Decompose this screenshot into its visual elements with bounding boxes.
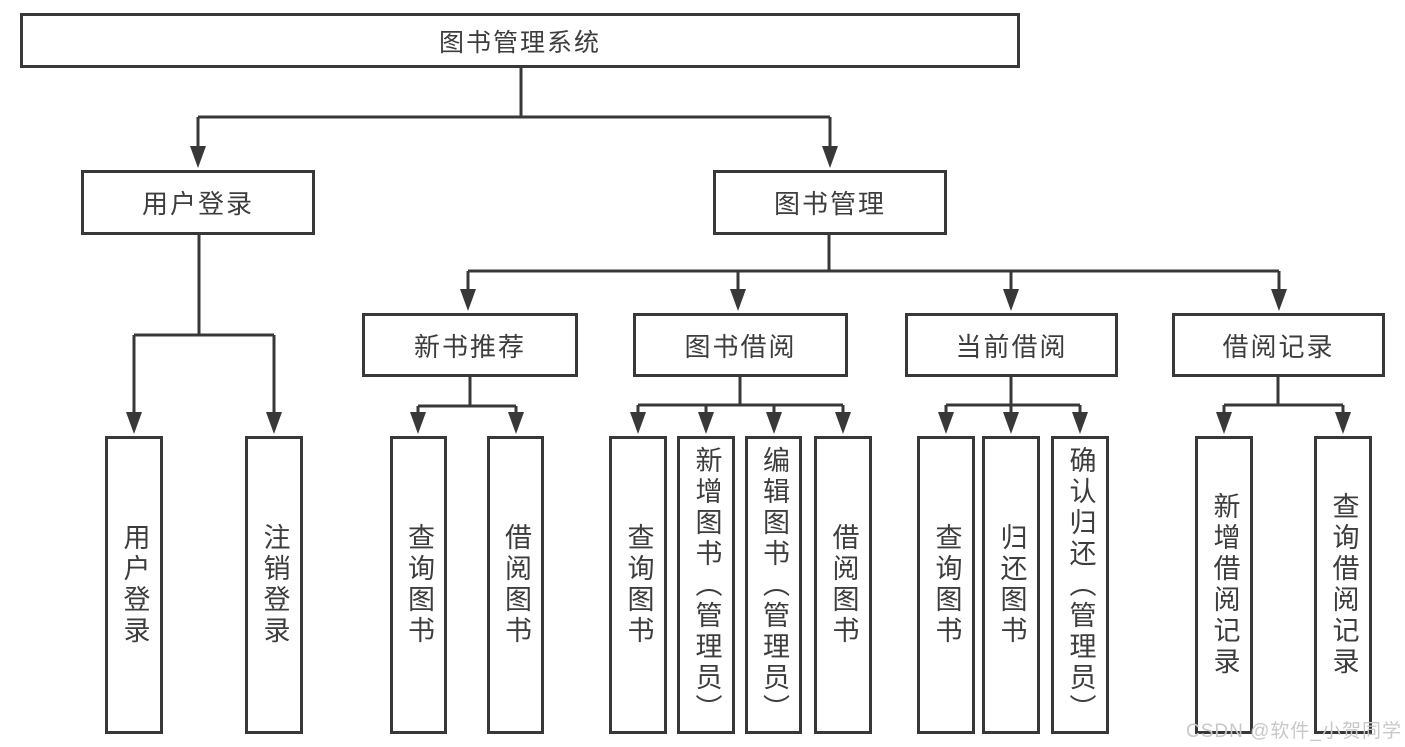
- leaf-newrec-borrow-books: 借阅图书: [487, 436, 544, 734]
- node-new-book-recommend: 新书推荐: [362, 313, 578, 377]
- node-book-management: 图书管理: [713, 170, 947, 235]
- node-book-borrowing: 图书借阅: [633, 313, 848, 377]
- watermark: CSDN @软件_小贺同学: [1186, 721, 1402, 742]
- leaf-logout: 注销登录: [245, 436, 303, 734]
- node-borrow-records: 借阅记录: [1172, 313, 1385, 377]
- leaf-records-add-record: 新增借阅记录: [1195, 436, 1253, 734]
- leaf-current-return-books: 归还图书: [982, 436, 1040, 734]
- node-current-borrowing: 当前借阅: [905, 313, 1118, 377]
- leaf-current-query-books: 查询图书: [917, 436, 975, 734]
- leaf-borrow-edit-books-admin: 编辑图书（管理员）: [745, 436, 802, 734]
- leaf-current-confirm-return-admin: 确认归还（管理员）: [1051, 436, 1109, 734]
- leaf-newrec-query-books: 查询图书: [390, 436, 447, 734]
- leaf-borrow-add-books-admin: 新增图书（管理员）: [677, 436, 735, 734]
- node-root: 图书管理系统: [20, 13, 1020, 68]
- node-user-login: 用户登录: [81, 170, 315, 235]
- leaf-borrow-borrow-books: 借阅图书: [814, 436, 872, 734]
- leaf-records-query-record: 查询借阅记录: [1314, 436, 1372, 734]
- leaf-borrow-query-books: 查询图书: [609, 436, 667, 734]
- leaf-user-login: 用户登录: [105, 436, 163, 734]
